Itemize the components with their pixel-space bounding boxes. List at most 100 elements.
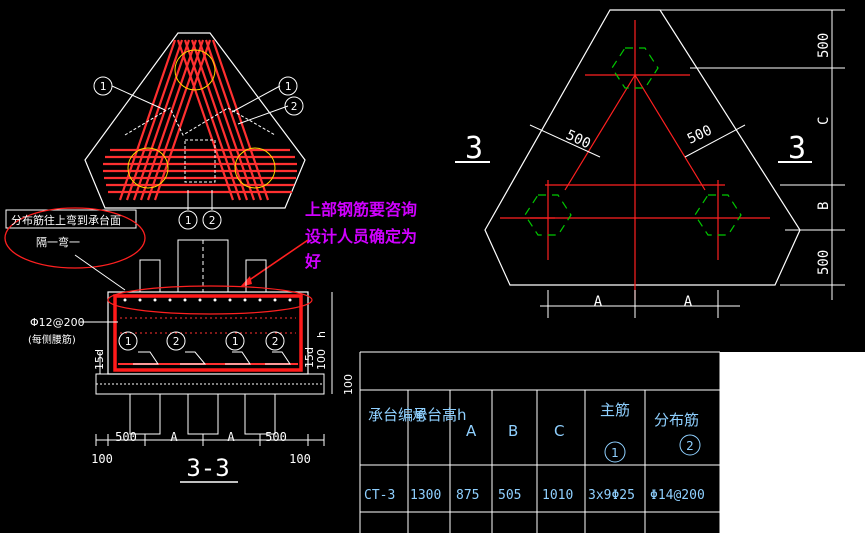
dim-line	[684, 124, 746, 158]
header-c: C	[554, 422, 564, 440]
cap-rebar-cage	[113, 294, 303, 372]
pile-hexagon	[694, 194, 742, 236]
dim-b: B	[816, 202, 832, 210]
circle-label: 2	[686, 439, 694, 453]
pile-circle	[234, 147, 276, 189]
tag-label: 2	[209, 214, 216, 227]
tag-label: 2	[272, 335, 279, 348]
dist-rebar-circle	[679, 434, 701, 456]
dim-500-left: 500	[563, 127, 593, 152]
pile-circle	[127, 147, 169, 189]
header-main-rebar: 主筋	[600, 401, 630, 419]
cell-b: 505	[498, 488, 521, 503]
header-a: A	[466, 422, 477, 440]
section-mark-left: 3	[465, 131, 483, 166]
dim-outer: 100	[289, 452, 311, 466]
dim-100-right: 100	[315, 349, 328, 370]
cell-main-rebar: 3x9Φ25	[588, 488, 635, 503]
tag-label: 2	[173, 335, 180, 348]
main-rebar-circle	[604, 441, 626, 463]
rebar-tag-circle	[166, 331, 186, 351]
note-highlight-ellipse	[4, 207, 146, 269]
dim-15d-left: 15d	[93, 349, 106, 370]
pile-head	[225, 351, 251, 365]
pile-head	[265, 351, 291, 365]
dim-a: A	[684, 294, 693, 310]
column-stub	[184, 139, 216, 183]
header-b: B	[508, 422, 518, 440]
tag-label: 1	[125, 335, 132, 348]
dim-bottom-500: 500	[816, 250, 832, 275]
annotation-arrow	[244, 239, 309, 284]
cell-dist-rebar: Φ14@200	[650, 488, 705, 503]
dim-bottom: 500	[115, 430, 137, 444]
dim-c: C	[816, 117, 832, 125]
tag-label: 1	[232, 335, 239, 348]
stirrup-line	[124, 107, 276, 136]
left-cap-outline	[84, 32, 306, 209]
cell-a: 875	[456, 488, 479, 503]
rebar-tag-circle	[93, 76, 113, 96]
rebar-tag-circle	[278, 76, 298, 96]
section-3-3: 1 2 1 2 Φ12@200 (每侧腰筋) 15d 15d 100 h 100	[28, 239, 355, 483]
rebar-tag-circle	[118, 331, 138, 351]
note-line-1: 分布筋往上弯到承台面	[11, 213, 121, 227]
right-cap-outline	[484, 9, 801, 286]
header-cap-height: 承台高h	[412, 406, 467, 424]
cell-cap-id: CT-3	[364, 488, 395, 503]
top-rebar-highlight	[107, 285, 313, 315]
left-rebar-bundle	[103, 39, 297, 201]
pile-shaft	[244, 393, 276, 435]
header-text: 承台高h	[412, 406, 467, 424]
dim-100-base: 100	[342, 374, 355, 395]
rebar-spec: Φ12@200	[30, 316, 85, 329]
blank-area	[720, 352, 865, 533]
pile-hexagon	[611, 47, 659, 89]
rebar-tag-circle	[202, 210, 222, 230]
header-cap-id: 承台编号	[368, 406, 428, 424]
annotation-line-3: 好	[304, 252, 321, 271]
dim-bottom: 500	[265, 430, 287, 444]
rebar-tag-circle	[284, 96, 304, 116]
annotation: 上部钢筋要咨询 设计人员确定为 好	[240, 200, 417, 287]
note-leader	[74, 254, 126, 291]
right-plan: 500 500 3 3 500 C B 500 A	[455, 9, 845, 318]
tag-label: 1	[100, 80, 107, 93]
annotation-line-1: 上部钢筋要咨询	[305, 200, 417, 219]
note-line-2: 隔一弯一	[36, 235, 80, 249]
leader-line	[111, 85, 166, 111]
dim-15d-right: 15d	[303, 347, 316, 368]
pile-hexagon	[524, 194, 572, 236]
header-dist-rebar: 分布筋	[654, 411, 699, 429]
dim-bottom: A	[227, 430, 235, 444]
section-title: 3-3	[186, 454, 229, 482]
axis-lines	[500, 20, 770, 300]
rebar-tag-circle	[178, 210, 198, 230]
dim-h: h	[315, 331, 328, 338]
note-frame	[5, 209, 137, 229]
note-box: 分布筋往上弯到承台面 隔一弯一	[4, 207, 146, 291]
dim-outer: 100	[91, 452, 113, 466]
pile-shaft	[187, 393, 219, 435]
column-outline	[139, 259, 161, 293]
leader-line	[237, 105, 289, 125]
header-text: 承台编号	[368, 406, 428, 424]
tag-label: 1	[285, 80, 292, 93]
dim-line	[529, 124, 601, 158]
section-mark-right: 3	[788, 131, 806, 166]
annotation-line-2: 设计人员确定为	[305, 227, 417, 246]
pile-head	[133, 351, 159, 365]
tag-label: 2	[291, 100, 298, 113]
dim-bottom: A	[170, 430, 178, 444]
leader-line	[231, 85, 281, 113]
rebar-tag-circle	[265, 331, 285, 351]
dim-top: 500	[816, 33, 832, 58]
circle-label: 1	[611, 446, 619, 460]
tag-label: 1	[185, 214, 192, 227]
pile-circle	[174, 49, 216, 91]
cell-c: 1010	[542, 488, 573, 503]
pile-head	[180, 351, 207, 365]
cell-height: 1300	[410, 488, 441, 503]
